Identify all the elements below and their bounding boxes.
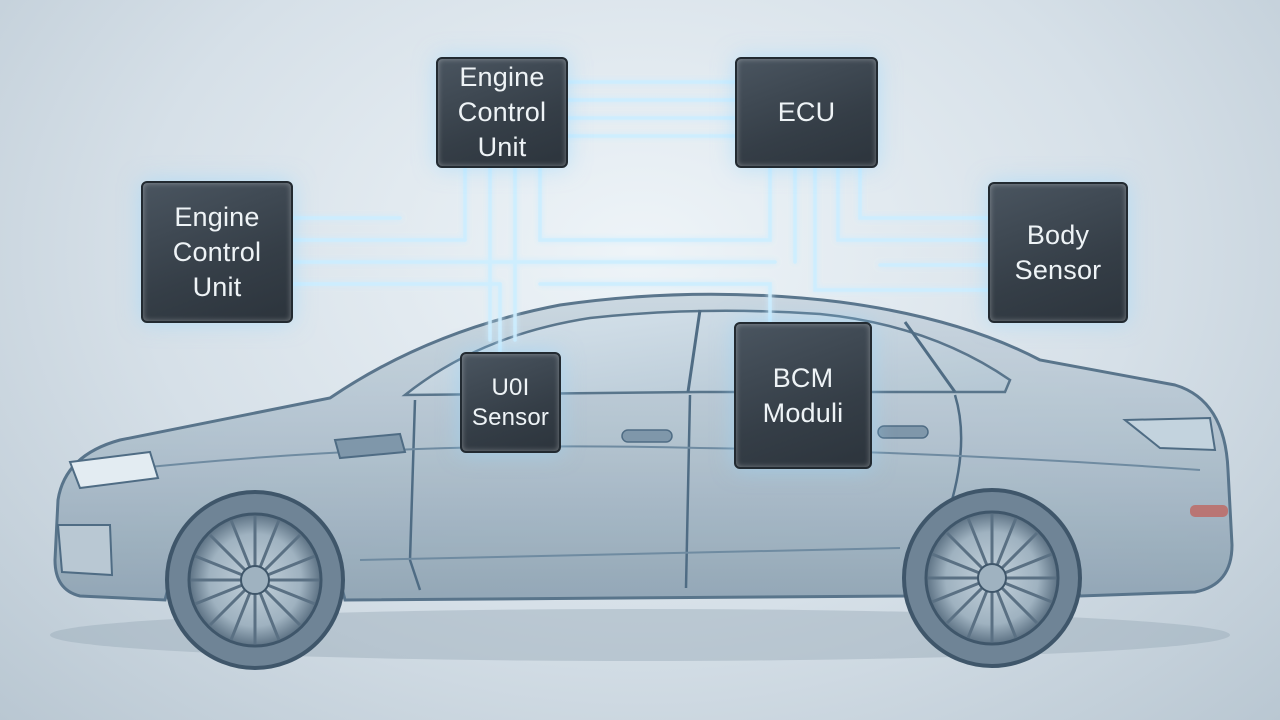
front-wheel [165,490,345,670]
b-pillar [686,309,702,393]
engine-control-unit-top: Engine Control Unit [436,57,568,168]
bcm-module-label: BCM Moduli [762,362,844,428]
sill-line [359,547,901,561]
c-pillar [903,321,957,393]
engine-control-unit-left-label: Engine Control Unit [172,201,262,302]
rear-wheel [902,488,1082,668]
uoi-sensor-module: U0I Sensor [460,352,561,453]
front-door-handle [621,429,673,443]
rear-reflector [1190,505,1228,517]
engine-control-unit-top-label: Engine Control Unit [457,62,547,162]
rear-door-handle [877,425,929,439]
front-grille [56,524,114,577]
uoi-sensor-module-label: U0I Sensor [471,373,550,431]
bcm-module: BCM Moduli [734,322,872,469]
rear-door-line [684,394,692,589]
engine-control-unit-left: Engine Control Unit [141,181,293,323]
network-wires [291,80,990,354]
headlight [68,450,160,490]
tail-light [1122,416,1217,452]
body-sensor-module-label: Body Sensor [1014,219,1102,285]
front-door-line [408,399,422,591]
side-mirror [333,432,407,460]
body-sensor-module: Body Sensor [988,182,1128,323]
ecu-module-label: ECU [777,97,836,127]
ecu-module: ECU [735,57,878,168]
character-line [119,445,1201,471]
